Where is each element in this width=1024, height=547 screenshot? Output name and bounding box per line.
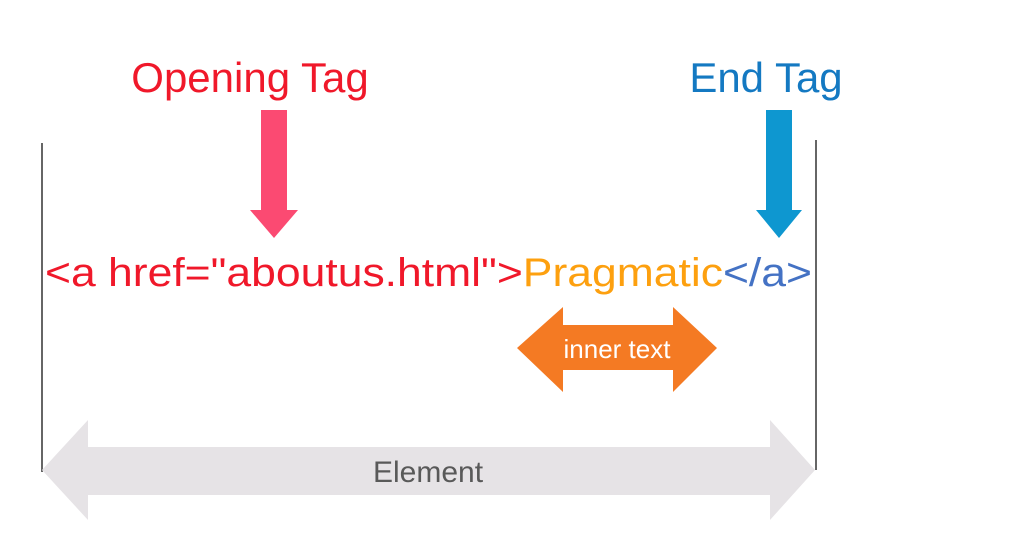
element-double-arrow-icon: [42, 420, 815, 520]
end-tag-label: End Tag: [689, 54, 842, 101]
opening-tag-label: Opening Tag: [131, 54, 368, 101]
end-tag-arrow-icon: [756, 110, 802, 238]
code-line: <a href="aboutus.html">Pragmatic</a>: [45, 251, 812, 295]
opening-tag-arrow-icon: [250, 110, 298, 238]
inner-text-label: inner text: [564, 334, 672, 364]
opening-tag-code: <a href="aboutus.html">: [45, 251, 523, 295]
element-label: Element: [373, 456, 484, 489]
inner-text-double-arrow-icon: [517, 307, 717, 392]
closing-tag-code: </a>: [723, 251, 812, 295]
inner-text-code: Pragmatic: [523, 251, 723, 295]
